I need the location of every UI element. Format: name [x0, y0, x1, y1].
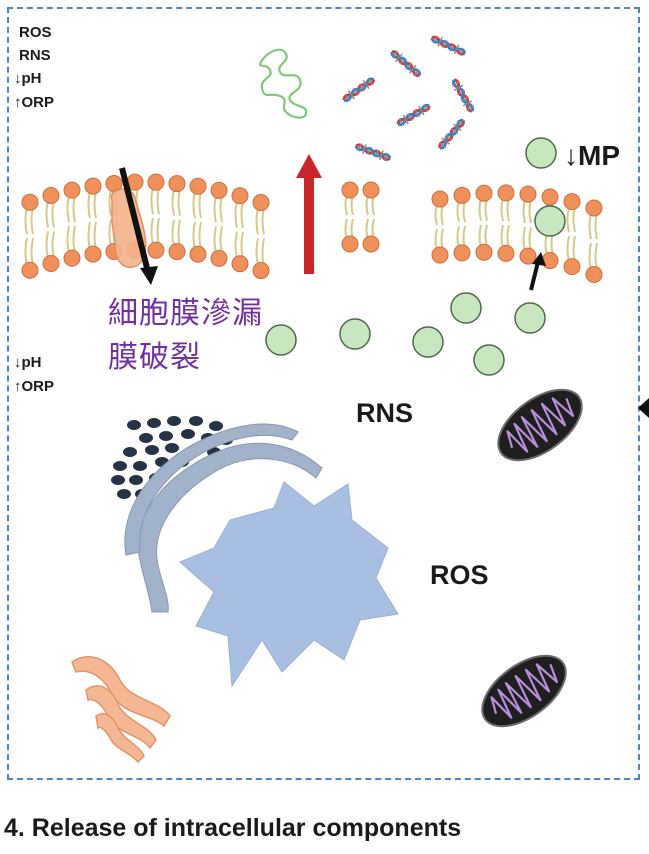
lipid [42, 186, 60, 272]
dna-fragment-6 [352, 139, 394, 165]
lipid [341, 181, 359, 253]
release-arrow-red [296, 154, 322, 274]
lipid [84, 177, 102, 263]
lipid-bilayer [21, 173, 603, 283]
lipid [147, 173, 165, 259]
lipid [497, 184, 515, 262]
stress-orp-label-2: ↑ORP [14, 378, 55, 395]
mitochondrion-2 [468, 640, 580, 742]
membrane-rupture-annotation: 膜破裂 [108, 340, 201, 375]
dna-fragment-3 [428, 31, 469, 60]
stress-ph-label-2: ↓pH [14, 354, 42, 371]
ros-label: ROS [430, 560, 489, 590]
lipid [563, 193, 581, 276]
vesicles [265, 137, 566, 376]
lipid [252, 194, 270, 280]
ribosome [181, 429, 195, 439]
golgi-apparatus [71, 656, 171, 764]
ribosome [145, 445, 159, 455]
dna-fragment-7 [434, 115, 469, 153]
stress-ph-label: ↓pH [14, 70, 42, 87]
stress-rns-label: RNS [19, 47, 51, 64]
ribosome [117, 489, 131, 499]
lipid [453, 186, 471, 262]
vesicle [339, 318, 371, 350]
cell-boundary-frame [7, 7, 640, 780]
leakage-arrow-black [119, 167, 158, 285]
vesicle [534, 205, 566, 237]
vesicle [265, 324, 297, 356]
ribosome [123, 447, 137, 457]
lipid [362, 181, 380, 253]
lipid [168, 175, 186, 261]
vesicle [412, 326, 444, 358]
ribosome [133, 461, 147, 471]
ribosome [129, 475, 143, 485]
figure-caption: 4. Release of intracellular components [4, 814, 462, 842]
lipid [189, 177, 207, 263]
lipid [63, 181, 81, 267]
ribosome [167, 416, 181, 426]
stress-ros-label: ROS [19, 24, 52, 41]
endoplasmic-reticulum-inner [124, 423, 299, 556]
lipid [231, 187, 249, 273]
right-edge-arrowhead [638, 398, 649, 418]
vesicle-arrow [529, 252, 546, 291]
ribosome [159, 431, 173, 441]
rns-label: RNS [356, 398, 414, 428]
ribosome [111, 475, 125, 485]
stress-orp-label: ↑ORP [14, 94, 55, 111]
lipid [475, 184, 493, 261]
mitochondrion-1 [484, 374, 596, 476]
dna-fragment-1 [339, 73, 378, 106]
ribosome [113, 461, 127, 471]
lipid [519, 185, 537, 265]
vesicle [525, 137, 557, 169]
ribosome [127, 420, 141, 430]
lipid [431, 190, 449, 264]
nucleus [179, 481, 399, 688]
dna-fragment-5 [394, 100, 434, 130]
ribosome [165, 443, 179, 453]
dna-fragment-4 [448, 76, 478, 116]
dna-fragment-2 [387, 46, 425, 81]
vesicle [473, 344, 505, 376]
endoplasmic-reticulum [137, 442, 323, 613]
ribosome [189, 416, 203, 426]
mp-label: ↓MP [564, 140, 620, 171]
lipid [585, 199, 603, 283]
lipid [21, 193, 39, 279]
lipid [210, 181, 228, 267]
ribosome [147, 418, 161, 428]
membrane-channel-protein [110, 188, 147, 268]
membrane-leakage-annotation: 細胞膜滲漏 [108, 296, 263, 331]
ribosome [139, 433, 153, 443]
ribosome [209, 421, 223, 431]
released-protein [259, 48, 308, 119]
vesicle [514, 302, 546, 334]
vesicle [450, 292, 482, 324]
